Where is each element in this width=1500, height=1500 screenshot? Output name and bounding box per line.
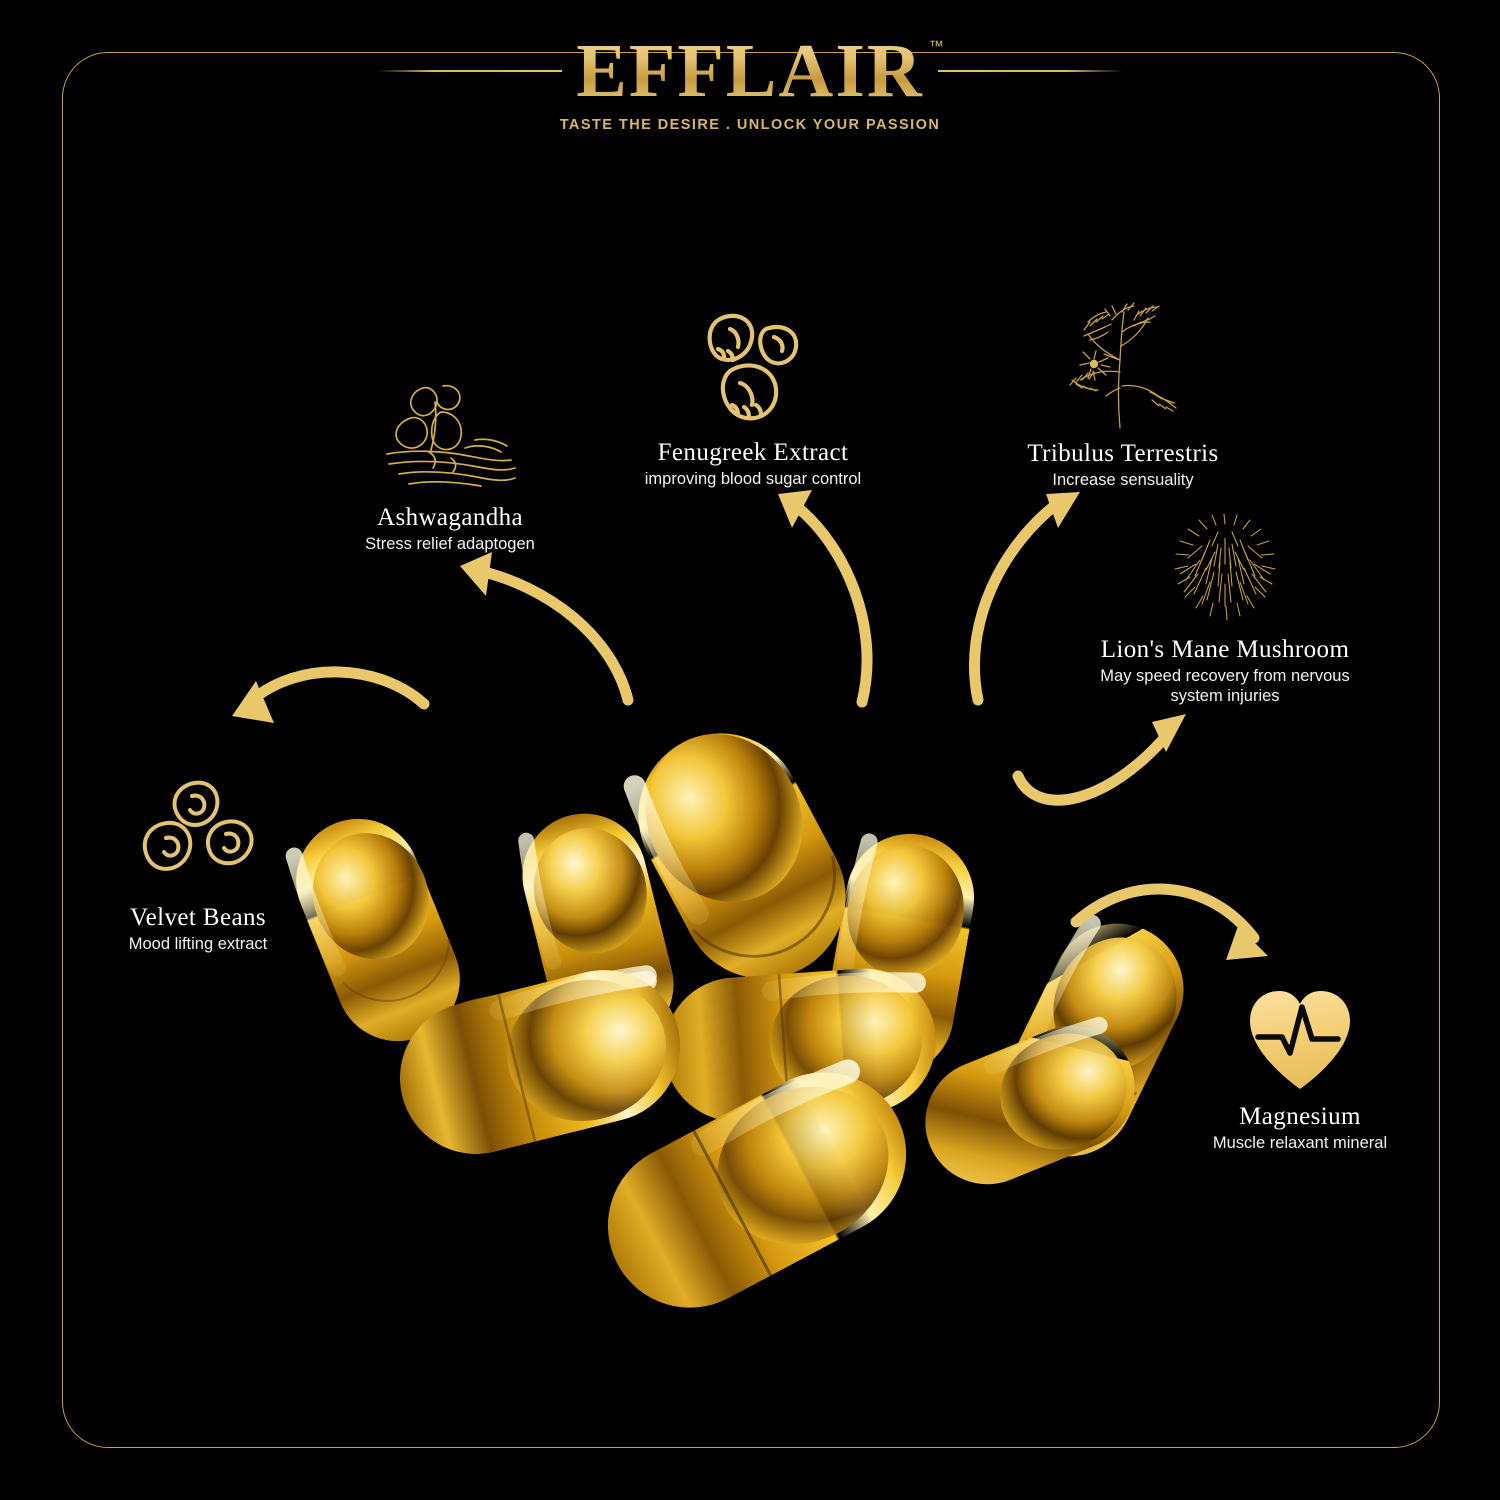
ingredient-fenugreek[interactable]: Fenugreek Extract improving blood sugar … xyxy=(553,305,953,490)
brand-wordmark: EFFLAIR xyxy=(576,29,924,113)
ashwagandha-root-leaf-icon xyxy=(386,384,516,487)
ingredient-subtitle: May speed recovery from nervous system i… xyxy=(1100,667,1350,705)
tribulus-plant-sprig-icon xyxy=(1069,302,1177,429)
ingredient-title: Lion's Mane Mushroom xyxy=(1100,636,1350,663)
ingredient-subtitle: Increase sensuality xyxy=(1052,471,1194,489)
brand-rule-left xyxy=(377,70,563,73)
ingredient-subtitle: improving blood sugar control xyxy=(644,470,862,488)
ingredient-title: Velvet Beans xyxy=(129,904,266,931)
ingredient-title: Ashwagandha xyxy=(376,504,524,531)
trademark-icon: ™ xyxy=(928,38,944,55)
brand-header: EFFLAIR ™ TASTE THE DESIRE . UNLOCK YOUR… xyxy=(0,29,1500,134)
ingredient-title: Fenugreek Extract xyxy=(657,439,849,466)
brand-tagline: TASTE THE DESIRE . UNLOCK YOUR PASSION xyxy=(559,117,941,134)
ingredient-title: Magnesium xyxy=(1239,1103,1361,1130)
fenugreek-seeds-icon xyxy=(707,313,799,421)
heart-pulse-icon xyxy=(1250,991,1350,1089)
ingredient-velvetbeans[interactable]: Velvet Beans Mood lifting extract xyxy=(8,770,388,955)
ingredient-subtitle: Stress relief adaptogen xyxy=(365,535,535,553)
lions-mane-mushroom-icon xyxy=(1174,513,1276,621)
ingredient-tribulus[interactable]: Tribulus Terrestris Increase sensuality xyxy=(923,302,1323,491)
ingredient-title: Tribulus Terrestris xyxy=(1027,440,1219,467)
ingredient-subtitle: Mood lifting extract xyxy=(128,935,268,953)
ingredient-subtitle: Muscle relaxant mineral xyxy=(1212,1134,1388,1152)
velvet-beans-icon xyxy=(142,780,254,871)
ingredient-magnesium[interactable]: Magnesium Muscle relaxant mineral xyxy=(1105,985,1495,1154)
brand-rule-right xyxy=(937,70,1123,73)
ingredient-ashwagandha[interactable]: Ashwagandha Stress relief adaptogen xyxy=(250,378,650,555)
ingredient-lionsmane[interactable]: Lion's Mane Mushroom May speed recovery … xyxy=(1010,512,1440,707)
